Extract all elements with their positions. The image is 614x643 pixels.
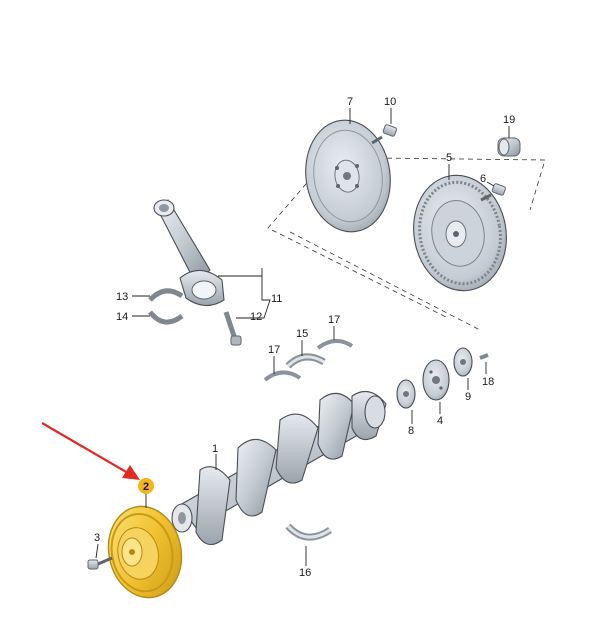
- label-11: 11: [271, 293, 282, 305]
- label-5: 5: [446, 152, 452, 164]
- bolt-part-10: [371, 124, 397, 145]
- bolt-part-6: [480, 183, 506, 202]
- label-18: 18: [482, 376, 494, 388]
- label-16: 16: [299, 567, 311, 579]
- label-7: 7: [347, 96, 353, 108]
- label-17-right: 17: [328, 314, 340, 326]
- assembly-guide-lines: [267, 157, 546, 331]
- vibration-damper-part-2: [107, 505, 183, 599]
- label-12: 12: [250, 311, 262, 323]
- plate-part-4: [422, 359, 450, 401]
- bushing-part-19: [497, 137, 521, 157]
- label-4: 4: [437, 415, 443, 427]
- leader-lines: [95, 108, 510, 566]
- flywheel-part-5: [413, 174, 507, 292]
- label-9: 9: [465, 391, 471, 403]
- main-bearing-shell-part-15: [285, 353, 326, 369]
- label-6: 6: [480, 173, 486, 185]
- label-3: 3: [94, 532, 100, 544]
- label-8: 8: [408, 425, 414, 437]
- label-10: 10: [384, 96, 396, 108]
- bearing-shell-part-14: [148, 310, 184, 325]
- label-13: 13: [116, 291, 128, 303]
- red-arrow-icon: [41, 422, 140, 480]
- crankshaft-part-1: [171, 390, 387, 546]
- label-19: 19: [503, 114, 515, 126]
- label-15: 15: [296, 328, 308, 340]
- bearing-shell-part-13: [148, 288, 184, 302]
- label-17-left: 17: [268, 344, 280, 356]
- rod-bolt-part-12: [223, 311, 242, 346]
- bolt-part-3: [87, 556, 113, 570]
- pin-part-18: [479, 353, 489, 360]
- shim-part-9: [453, 347, 473, 377]
- main-bearing-shell-part-16: [285, 523, 332, 541]
- label-14: 14: [116, 311, 128, 323]
- sensor-wheel-part-8: [396, 379, 416, 409]
- flexplate-part-7: [305, 119, 391, 233]
- label-2: 2: [143, 481, 149, 493]
- highlighted-callout-2: 2: [138, 478, 154, 494]
- connecting-rod-part-11: [153, 199, 225, 307]
- label-1: 1: [212, 443, 218, 455]
- part-number-labels: 7 10 19 5 6 11 12 13 14 15 17 17 18 9 4 …: [94, 96, 515, 579]
- thrust-bearing-part-17-right: [316, 339, 354, 350]
- thrust-bearing-part-17-left: [263, 370, 302, 382]
